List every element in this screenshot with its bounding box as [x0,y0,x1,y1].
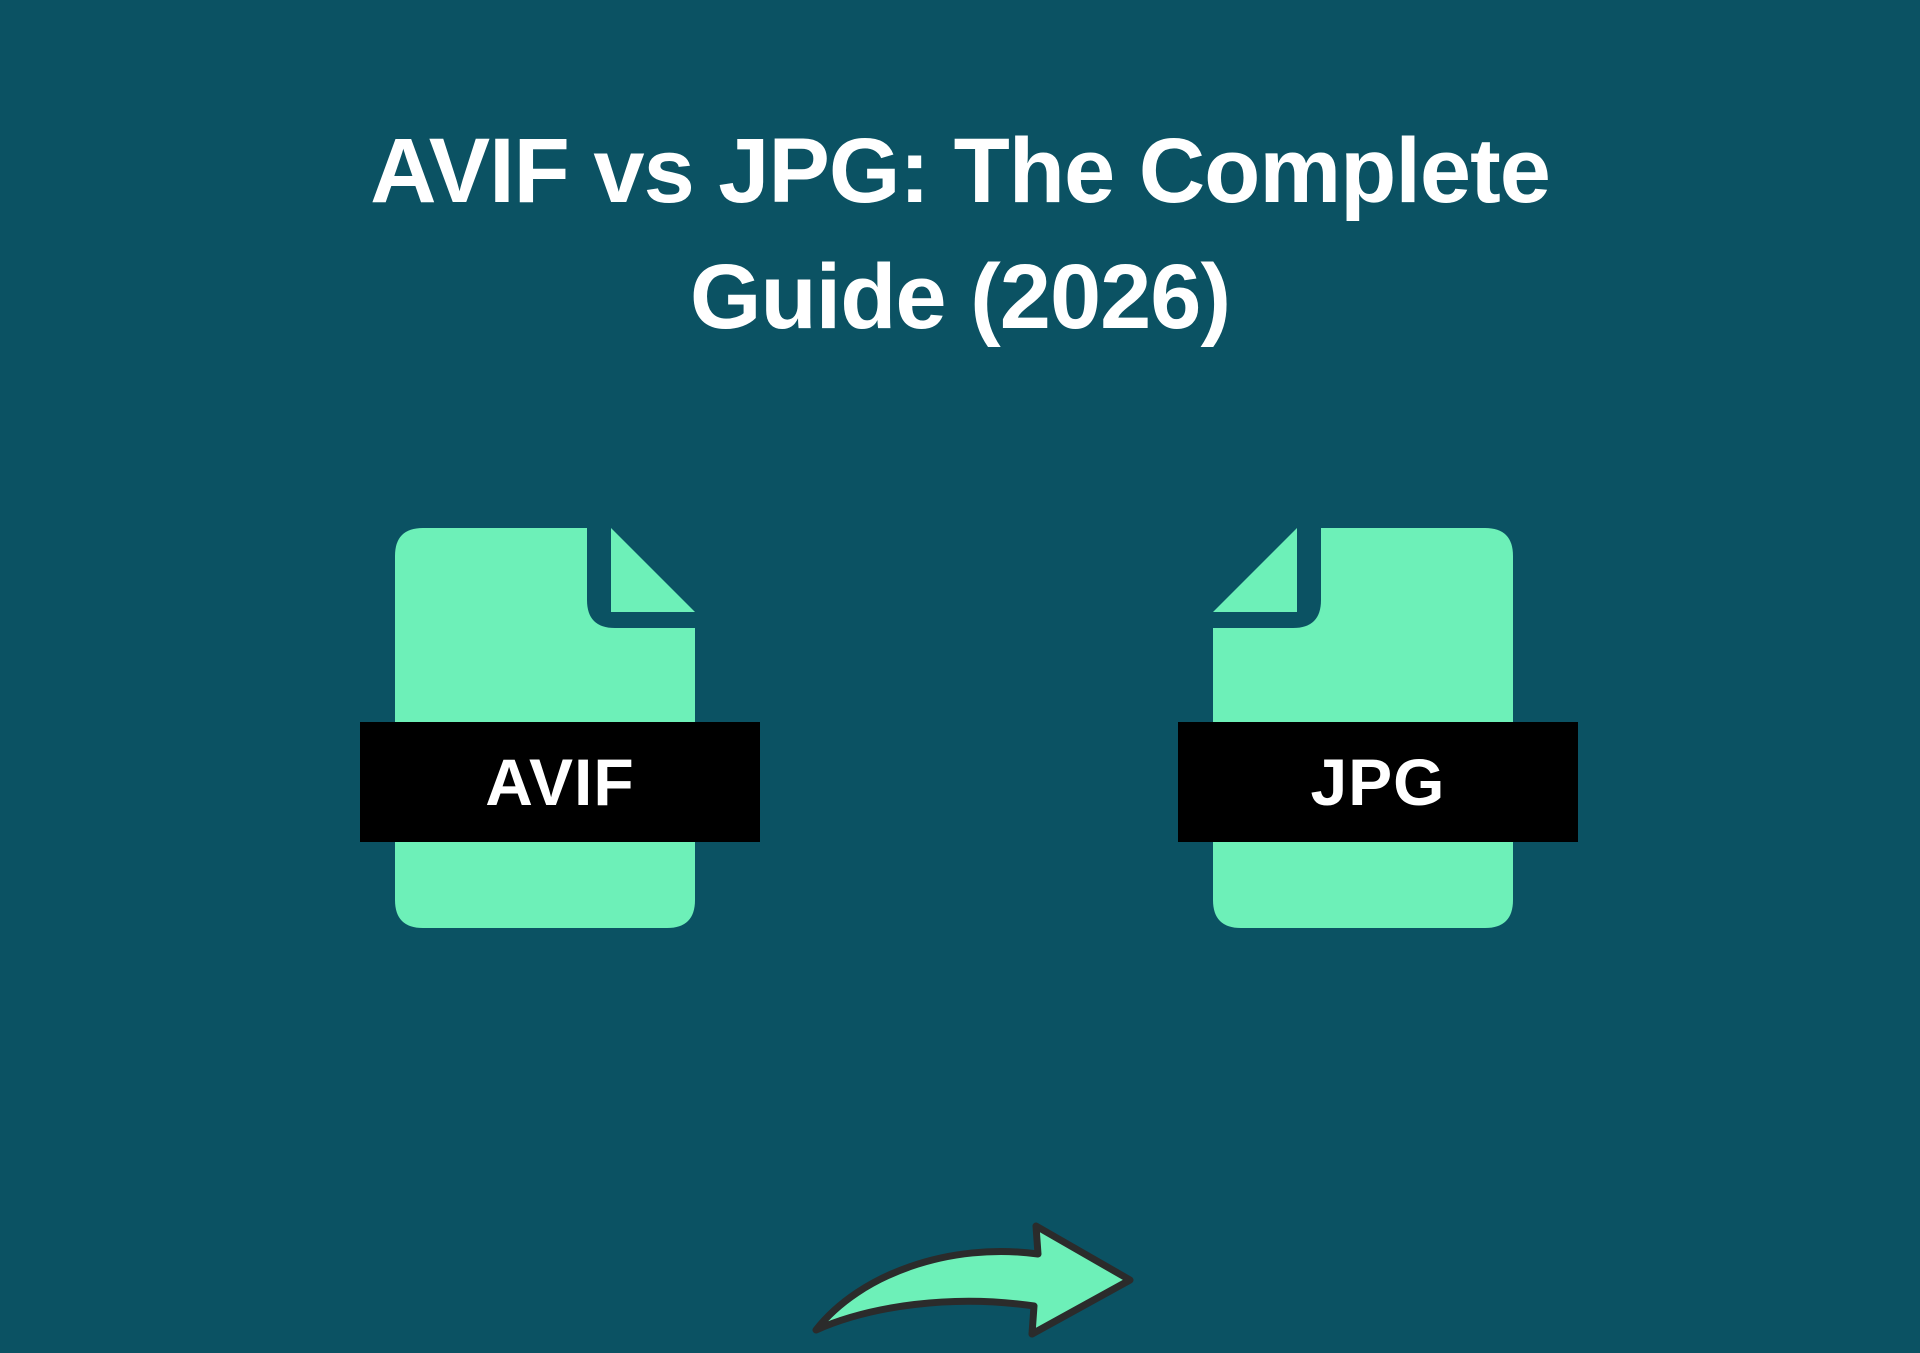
title-line-1: AVIF vs JPG: The Complete [370,120,1551,222]
source-file-label: AVIF [485,745,635,819]
target-file-label: JPG [1310,745,1446,819]
source-file-label-band: AVIF [360,722,760,842]
curved-arrow-right-icon [800,1218,1140,1348]
conversion-row: AVIF JPG [0,528,1920,1338]
graphic-canvas: AVIF vs JPG: The Complete Guide (2026) A… [0,108,1920,1338]
source-file-block: AVIF [360,528,760,938]
page-title: AVIF vs JPG: The Complete Guide (2026) [0,108,1920,360]
target-file-label-band: JPG [1178,722,1578,842]
title-line-2: Guide (2026) [689,246,1231,348]
target-file-block: JPG [1178,528,1578,938]
